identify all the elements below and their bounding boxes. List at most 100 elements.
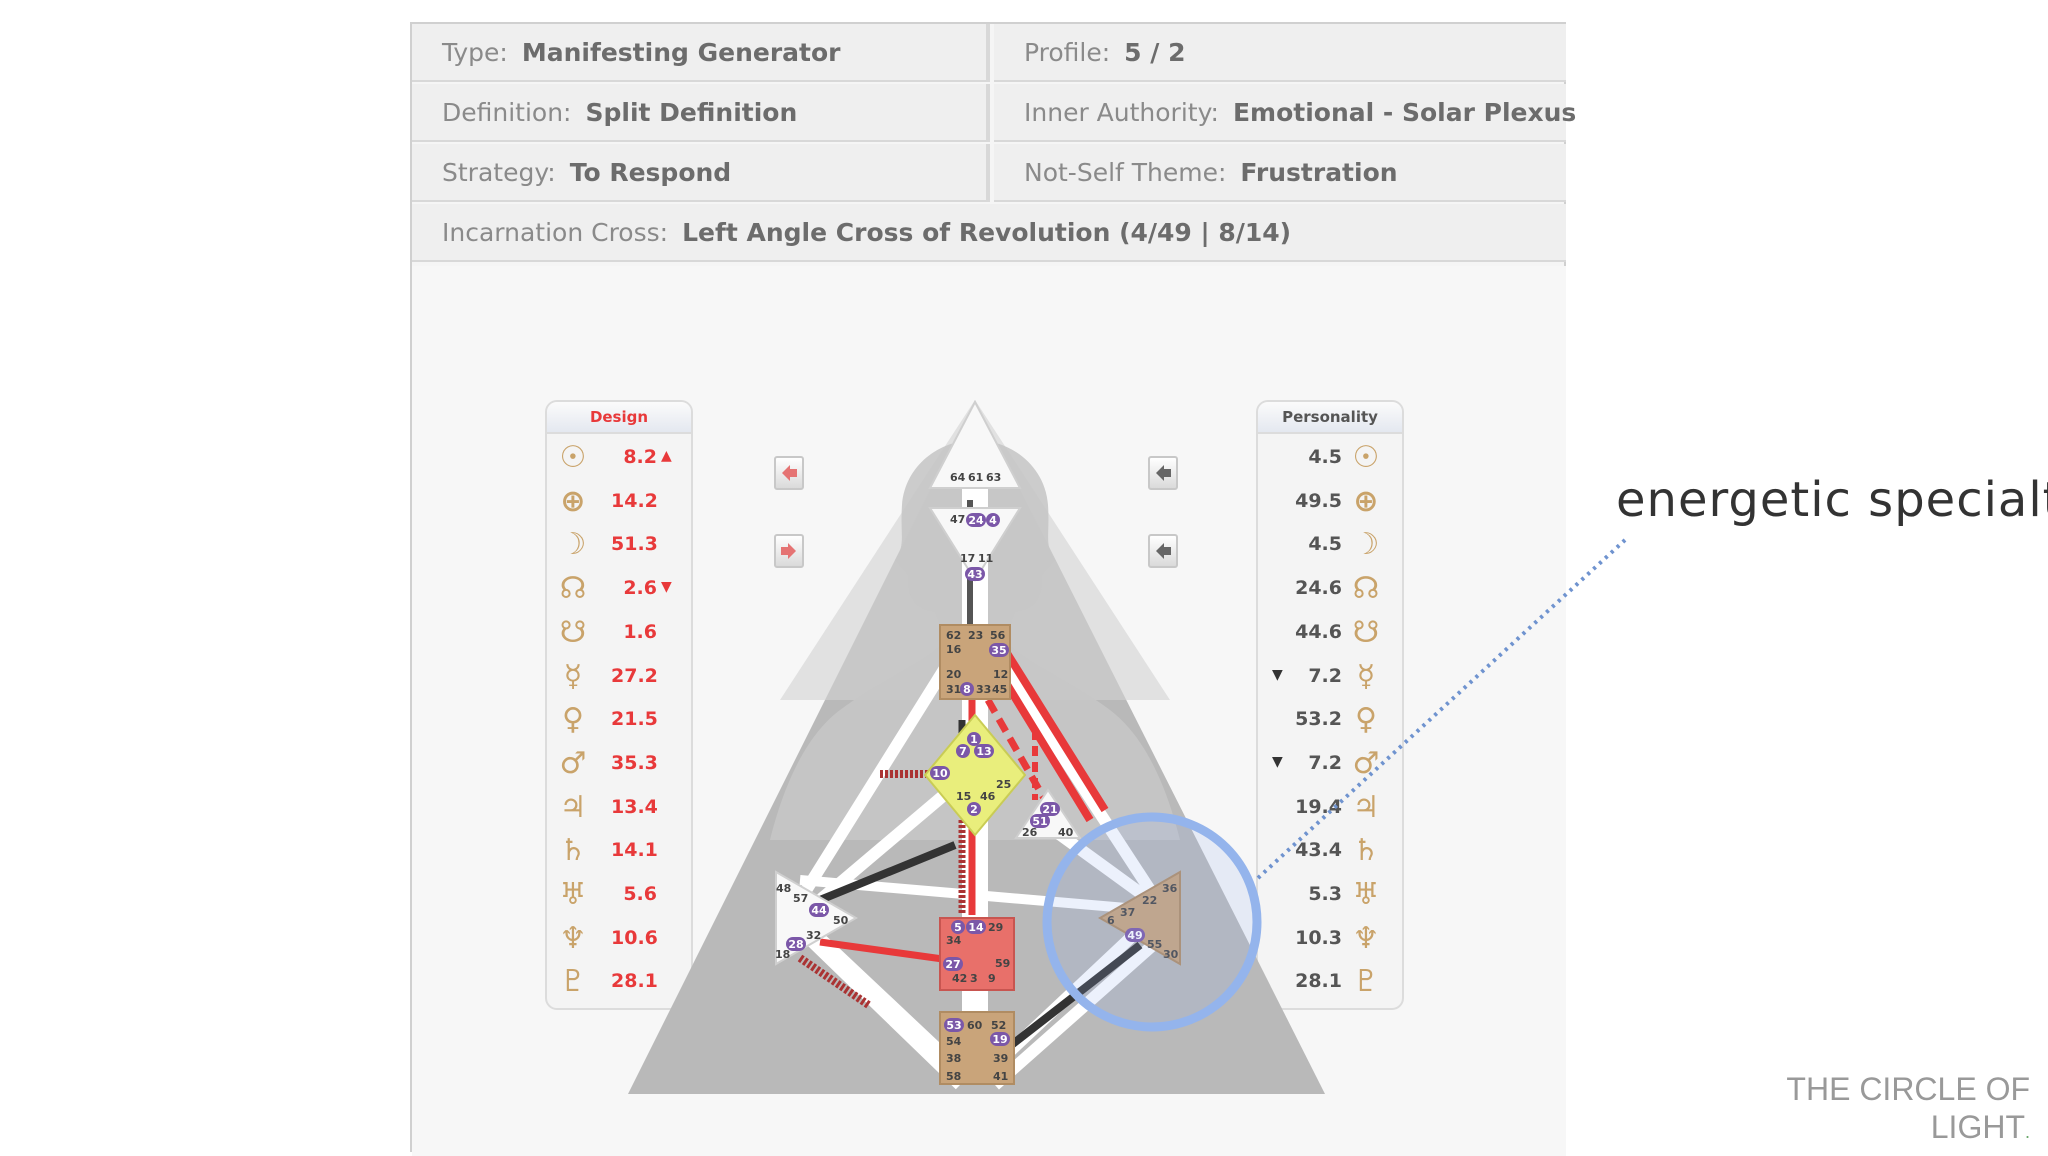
gate-63: 63: [986, 471, 1001, 484]
authority-row: Inner Authority: Emotional - Solar Plexu…: [994, 84, 1576, 142]
gate-17: 17: [960, 552, 975, 565]
brand-dot: .: [2024, 1122, 2030, 1142]
design-row: ♃13.4: [547, 788, 691, 828]
gate-26: 26: [1022, 826, 1038, 839]
gate-57: 57: [793, 892, 808, 905]
brand-line-2: LIGHT: [1930, 1109, 2025, 1145]
saturn-icon: ♄: [559, 833, 587, 869]
gate-61: 61: [968, 471, 983, 484]
design-gate-value: 51.3: [611, 533, 658, 556]
design-row: ♂ 35.3: [547, 744, 691, 784]
design-row: ♅5.6: [547, 875, 691, 915]
personality-row: ⊕49.5: [1258, 482, 1402, 522]
strategy-label: Strategy:: [442, 157, 556, 187]
personality-panel-title: Personality: [1258, 402, 1402, 434]
authority-label: Inner Authority:: [1024, 97, 1219, 127]
design-gate-value: 27.2: [611, 664, 658, 687]
uranus-icon: ♅: [559, 877, 587, 912]
gate-7: 7: [959, 745, 967, 758]
gate-43: 43: [967, 568, 982, 581]
neptune-icon: ♆: [1352, 920, 1380, 956]
gate-4: 4: [989, 514, 997, 527]
gate-23: 23: [968, 629, 983, 642]
personality-row: ☉4.5: [1258, 438, 1402, 478]
design-gate-value: 10.6: [611, 926, 658, 949]
gate-52: 52: [991, 1019, 1006, 1032]
design-gate-value: 14.1: [611, 839, 658, 862]
north-node-icon: ☊: [559, 571, 587, 607]
gate-47: 47: [950, 513, 965, 526]
gate-14: 14: [968, 921, 984, 934]
annotation-label: energetic specialty: [1616, 472, 2048, 528]
gate-39: 39: [993, 1052, 1008, 1065]
mercury-icon: ☿: [563, 658, 583, 694]
gate-13: 13: [976, 745, 991, 758]
neptune-icon: ♆: [559, 920, 587, 956]
ajna-center: [928, 507, 1022, 582]
design-panel-title: Design: [547, 402, 691, 434]
cross-label: Incarnation Cross:: [442, 217, 669, 247]
gate-62: 62: [946, 629, 961, 642]
design-gate-value: 8.2: [623, 446, 657, 468]
earth-icon: ⊕: [1353, 483, 1379, 519]
gate-16: 16: [946, 643, 962, 656]
cross-value: Left Angle Cross of Revolution (4/49 | 8…: [682, 217, 1292, 247]
gate-12: 12: [993, 668, 1008, 681]
gate-50: 50: [833, 914, 849, 927]
strategy-row: Strategy: To Respond: [412, 144, 990, 202]
gate-51: 51: [1032, 815, 1047, 828]
gate-20: 20: [946, 668, 962, 681]
g-center: [923, 713, 1027, 837]
gate-34: 34: [946, 934, 962, 947]
throat-center: [939, 624, 1011, 700]
type-row: Type: Manifesting Generator: [412, 24, 990, 82]
strategy-value: To Respond: [569, 157, 732, 187]
design-gate-value: 14.2: [611, 489, 658, 512]
gate-29: 29: [988, 921, 1003, 934]
gate-24: 24: [968, 514, 984, 527]
gate-58: 58: [946, 1070, 961, 1083]
pluto-icon: ♇: [559, 964, 587, 1000]
sun-icon: ☉: [559, 440, 587, 475]
personality-prev-button[interactable]: [1148, 456, 1178, 490]
gate-36: 36: [1162, 882, 1178, 895]
design-gate-value: 21.5: [611, 708, 658, 731]
gate-41: 41: [993, 1070, 1008, 1083]
design-row: ☽51.3: [547, 525, 691, 565]
profile-label: Profile:: [1024, 37, 1111, 67]
earth-icon: ⊕: [560, 483, 586, 519]
design-row: ☋1.6: [547, 613, 691, 653]
gate-30: 30: [1163, 948, 1179, 961]
gate-49: 49: [1127, 929, 1142, 942]
profile-value: 5 / 2: [1124, 37, 1186, 67]
gate-48: 48: [776, 882, 791, 895]
gate-18: 18: [775, 948, 790, 961]
gate-31: 31: [946, 683, 961, 696]
south-node-icon: ☋: [559, 614, 587, 650]
personality-gate-value: 5.3: [1308, 883, 1342, 905]
gate-28: 28: [788, 938, 803, 951]
gate-25: 25: [996, 778, 1011, 791]
gate-45: 45: [992, 683, 1007, 696]
gate-6: 6: [1107, 914, 1115, 927]
arrow-right-icon: [781, 543, 796, 559]
design-gate-value: 35.3: [611, 751, 658, 774]
personality-gate-value: 10.3: [1295, 926, 1342, 949]
definition-label: Definition:: [442, 97, 572, 127]
personality-next-button[interactable]: [1148, 534, 1178, 568]
design-panel: Design ☉8.2▲⊕14.2☽51.3☊2.6▼☋1.6☿27.2♀21.…: [545, 400, 693, 1010]
mars-icon: ♂: [559, 745, 587, 781]
gate-40: 40: [1058, 826, 1074, 839]
design-row: ☊2.6▼: [547, 569, 691, 609]
brand-logo: THE CIRCLE OF LIGHT.: [1780, 1070, 2030, 1151]
design-next-button[interactable]: [774, 534, 804, 568]
gate-3: 3: [970, 972, 978, 985]
design-row: ♄ 14.1: [547, 831, 691, 871]
gate-11: 11: [978, 552, 993, 565]
design-row: ♆ 10.6: [547, 919, 691, 959]
gate-38: 38: [946, 1052, 961, 1065]
uranus-icon: ♅: [1352, 877, 1380, 912]
design-prev-button[interactable]: [774, 456, 804, 490]
pluto-icon: ♇: [1352, 964, 1380, 1000]
personality-row: ♅ 5.3: [1258, 875, 1402, 915]
